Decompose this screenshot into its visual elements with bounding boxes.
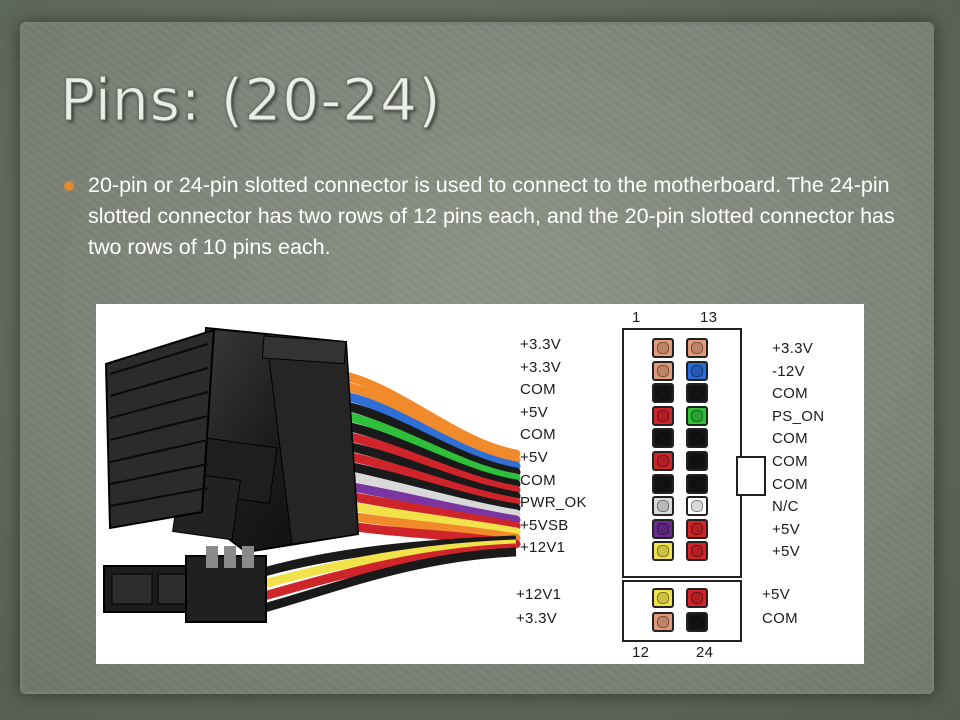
- pin-left: [652, 473, 674, 494]
- pin-label-right: COM: [772, 385, 808, 403]
- pin-left-ext: [652, 612, 674, 632]
- connector-latch: [736, 456, 766, 496]
- pin-label-left: +12V1: [520, 539, 566, 557]
- plug-ridge: [109, 367, 209, 397]
- pin-label-right-ext: +5V: [762, 586, 791, 603]
- pin-right: [686, 405, 708, 426]
- wire: [331, 489, 521, 531]
- wire: [331, 419, 521, 489]
- plug-ridge: [109, 487, 209, 507]
- pin-right: [686, 518, 708, 539]
- wire: [331, 479, 521, 525]
- pin-label-right: +5V: [772, 543, 801, 561]
- wire: [331, 389, 521, 471]
- wire: [331, 379, 521, 465]
- pin-label-right: +5V: [772, 520, 801, 538]
- bullet-dot-icon: [64, 181, 74, 191]
- pin-right: [686, 383, 708, 404]
- pin-label-left: +5VSB: [520, 516, 569, 534]
- pin-number-13: 13: [700, 309, 718, 326]
- 24-pin-plug: [104, 326, 360, 554]
- connector-diagram: 1 13 12 24 +3.3V +3.3V COM +5V COM +5V COM PWR_…: [96, 304, 864, 664]
- wire: [331, 399, 521, 477]
- pin-left: [652, 451, 674, 471]
- pin-label-left: +5V: [520, 449, 549, 466]
- connector-housing: [622, 328, 742, 578]
- pin-right: [686, 360, 708, 381]
- pin-label-left: COM: [520, 426, 556, 444]
- pin-right-ext: [686, 588, 708, 608]
- slide-title: Pins: (20-24): [60, 66, 442, 135]
- pin-label-left: COM: [520, 381, 556, 399]
- wire: [331, 409, 521, 483]
- pin-label-right: N/C: [772, 498, 799, 516]
- wire: [331, 499, 521, 537]
- pin-right: [686, 541, 708, 562]
- pin-number-1: 1: [632, 309, 641, 326]
- wire: [262, 547, 517, 613]
- pin-left: [652, 405, 674, 426]
- pin-label-left-ext: +3.3V: [516, 610, 558, 627]
- plug-ridge: [109, 343, 209, 375]
- pin-right: [686, 338, 708, 358]
- connector-housing-ext: [622, 580, 742, 642]
- pin-right: [686, 451, 708, 471]
- 4-pin-plug: [103, 546, 267, 623]
- pin-right: [686, 428, 708, 449]
- pin-label-left: +3.3V: [520, 336, 562, 353]
- pin-label-right-ext: COM: [762, 610, 798, 627]
- bullet-list: 20-pin or 24-pin slotted connector is us…: [64, 170, 904, 263]
- pin-label-left: +5V: [520, 403, 549, 421]
- wire-bundle: [262, 369, 521, 613]
- bullet-item: 20-pin or 24-pin slotted connector is us…: [64, 170, 904, 263]
- wire: [331, 439, 521, 501]
- wire: [331, 369, 521, 459]
- plug-ridge: [109, 463, 209, 485]
- pin-label-left: PWR_OK: [520, 494, 587, 512]
- pin-left: [652, 428, 674, 449]
- plug-ridge: [109, 391, 209, 419]
- pin-left: [652, 338, 674, 358]
- pin-label-right: PS_ON: [772, 407, 825, 425]
- pin-left: [652, 518, 674, 539]
- pin-right-ext: [686, 612, 708, 632]
- pin-label-right: COM: [772, 475, 808, 493]
- wire: [331, 449, 521, 507]
- pin-right: [686, 473, 708, 494]
- pin-label-left-ext: +12V1: [516, 586, 562, 603]
- atx-connector-photo: [103, 326, 521, 623]
- pin-number-24: 24: [696, 644, 714, 661]
- pin-label-right: -12V: [772, 362, 805, 380]
- pin-number-12: 12: [632, 644, 650, 661]
- pin-left: [652, 541, 674, 562]
- pin-label-right: COM: [772, 453, 808, 470]
- pin-left: [652, 496, 674, 517]
- pin-label-right: +3.3V: [772, 340, 814, 357]
- pin-left: [652, 360, 674, 381]
- pin-label-left: +3.3V: [520, 358, 562, 376]
- wire: [331, 429, 521, 495]
- wire: [331, 469, 521, 519]
- wire: [331, 459, 521, 513]
- pin-label-right: COM: [772, 430, 808, 448]
- bullet-text: 20-pin or 24-pin slotted connector is us…: [88, 173, 895, 259]
- pin-right: [686, 496, 708, 517]
- pin-left-ext: [652, 588, 674, 608]
- plug-ridge: [109, 415, 209, 441]
- pin-label-left: COM: [520, 471, 556, 489]
- plug-ridge: [109, 439, 209, 463]
- pin-left: [652, 383, 674, 404]
